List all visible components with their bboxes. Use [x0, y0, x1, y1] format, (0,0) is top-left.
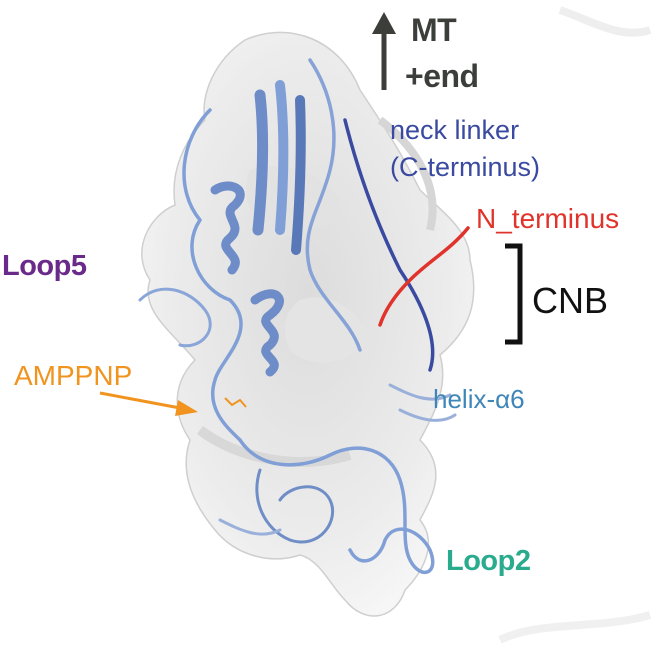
mt-label: MT — [411, 12, 456, 49]
loop2-label: Loop2 — [446, 545, 531, 578]
density-map — [142, 10, 650, 640]
plus-end-label: +end — [405, 58, 479, 95]
loop5-label: Loop5 — [2, 250, 87, 283]
up-arrow-icon — [372, 12, 396, 90]
helix-a6-label: helix-α6 — [433, 384, 525, 415]
neck-linker-label: neck linker — [390, 115, 519, 146]
cnb-bracket-icon — [505, 246, 520, 342]
cnb-label: CNB — [532, 280, 608, 322]
c-terminus-label: (C-terminus) — [390, 152, 540, 183]
amppnp-label: AMPPNP — [14, 360, 132, 392]
n-terminus-label: N_terminus — [476, 203, 619, 235]
